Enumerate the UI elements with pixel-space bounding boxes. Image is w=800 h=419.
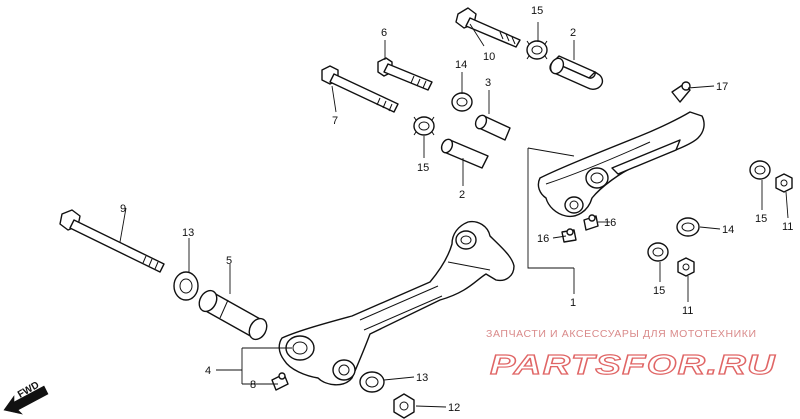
callout-5: 5 [226,255,232,267]
callout-14-top: 14 [455,59,467,71]
grease-fitting-8 [271,372,289,391]
callout-15-top: 15 [531,5,543,17]
callout-15-left: 15 [417,162,429,174]
grease-fitting-16-b [561,228,577,243]
dust-seal-13-left [173,271,199,301]
watermark-brand: PARTSFOR.RU [490,349,776,380]
callout-8: 8 [250,379,256,391]
bush-14-right [676,217,700,237]
forward-direction-arrow: FWD [3,380,49,415]
leader-lines [119,22,789,408]
callout-2-top: 2 [570,27,576,39]
dust-seal-15-left [413,116,435,136]
dust-seal-15-top [526,40,548,60]
callout-12: 12 [448,402,460,414]
callout-17: 17 [716,81,728,93]
bush-14-top [451,92,473,112]
grease-fitting-17 [671,81,691,103]
dust-seal-13-lower [359,371,385,393]
dust-seal-15-right [749,160,771,180]
callout-3: 3 [485,77,491,89]
grease-fitting-16-a [583,214,599,231]
callout-13-lower: 13 [416,372,428,384]
callout-15-lower: 15 [653,285,665,297]
collar-2-left [440,138,489,169]
callout-11-lower: 11 [682,305,693,317]
collar-5 [198,289,268,341]
collar-2-top [549,55,604,90]
callout-13-left: 13 [182,227,194,239]
callout-4: 4 [205,365,211,377]
bolt-10 [455,7,521,48]
arm-1 [537,111,705,218]
bolt-9 [59,209,165,273]
bolt-6 [377,57,433,91]
callout-labels: 10 15 2 6 14 3 7 15 2 17 16 16 15 11 14 … [120,5,793,414]
callout-10: 10 [483,51,495,63]
bolt-7 [321,65,399,113]
arm-4 [278,220,515,386]
callout-9: 9 [120,203,126,215]
callout-1: 1 [570,297,576,309]
watermark-tagline: ЗАПЧАСТИ И АКСЕССУАРЫ ДЛЯ МОТОТЕХНИКИ [486,328,757,340]
callout-14-right: 14 [722,224,734,236]
dust-seal-15-lower [647,242,669,262]
callout-16-b: 16 [537,233,549,245]
callout-11-right: 11 [782,221,793,233]
nut-11-right [775,173,793,193]
callout-6: 6 [381,27,387,39]
callout-16-a: 16 [604,217,616,229]
nut-12 [393,393,415,419]
callout-2-left: 2 [459,189,465,201]
callout-7: 7 [332,115,338,127]
nut-11-lower [677,257,695,277]
watermark: ЗАПЧАСТИ И АКСЕССУАРЫ ДЛЯ МОТОТЕХНИКИ PA… [486,328,776,381]
collar-3 [474,114,511,141]
callout-15-right: 15 [755,213,767,225]
